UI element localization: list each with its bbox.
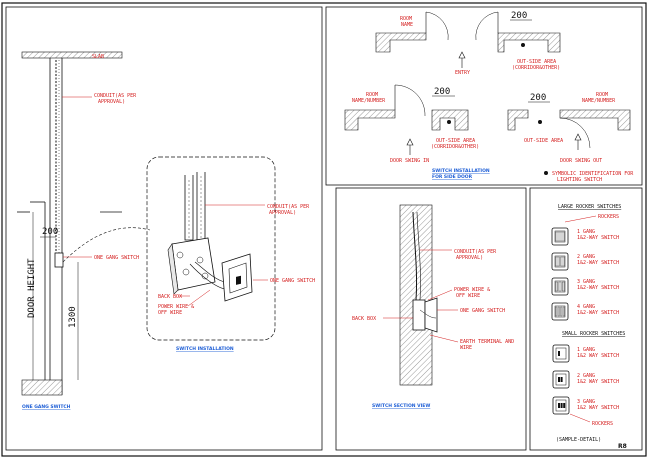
- small-rocker-title: SMALL ROCKER SWITCHES: [562, 331, 625, 337]
- dim-1300: 1300: [68, 306, 78, 328]
- callout-line: [62, 227, 151, 263]
- plan3-outside: OUT-SIDE AREA: [524, 138, 563, 144]
- left-title: ONE GANG SWITCH: [22, 404, 71, 410]
- section-back-box: [412, 299, 426, 331]
- door-swing-out-label: DOOR SWING OUT: [560, 158, 602, 164]
- door-height-label: DOOR HEIGHT: [27, 258, 37, 318]
- one-gang-switch-elevation: [54, 252, 64, 268]
- slab: [21, 51, 123, 59]
- detail-bubble: [146, 156, 276, 341]
- detail-power-wire-label: POWER WIRE &OFF WIRE: [158, 304, 194, 316]
- plans-panel-border: [325, 6, 643, 186]
- dim-200-plan2: 200: [434, 87, 450, 97]
- dim-200-plan1: 200: [511, 11, 527, 21]
- detail-title: SWITCH INSTALLATION: [176, 346, 234, 352]
- section-switch-plate: [424, 297, 438, 333]
- one-gang-label: ONE GANG SWITCH: [94, 255, 139, 261]
- dim-200-plan3: 200: [530, 93, 546, 103]
- plan1-outside: OUT-SIDE AREA(CORRIDOR&OTHER): [512, 59, 560, 71]
- section-panel-border: [335, 187, 527, 451]
- entry-label: ENTRY: [455, 70, 470, 76]
- switches-panel-border: [529, 187, 643, 451]
- slab-label: SLAB: [92, 54, 104, 60]
- large-rocker-title: LARGE ROCKER SWITCHES: [558, 204, 621, 210]
- back-box-3d: [171, 237, 216, 291]
- section-back-box-label: BACK BOX: [352, 316, 376, 322]
- corner-mark: R8: [618, 443, 627, 450]
- detail-one-gang-label: ONE GANG SWITCH: [270, 278, 315, 284]
- sample-detail-label: (SAMPLE-DETAIL): [556, 437, 601, 443]
- left-panel-border: [5, 6, 323, 451]
- symbolic-dot: [544, 171, 548, 175]
- detail-back-box-label: BACK BOX: [158, 294, 182, 300]
- rockers-label-2: ROCKERS: [592, 421, 613, 427]
- section-title: SWITCH SECTION VIEW: [372, 403, 430, 409]
- dim-200-left: 200: [42, 227, 58, 237]
- entry-arrow: [458, 51, 466, 68]
- rockers-label-1: ROCKERS: [598, 214, 619, 220]
- section-one-gang-label: ONE GANG SWITCH: [460, 308, 505, 314]
- section-power-wire-label: POWER WIRE &OFF WIRE: [454, 287, 490, 299]
- door-swing-in-label: DOOR SWING IN: [390, 158, 429, 164]
- plan2-outside: OUT-SIDE AREA(CORRIDOR&OTHER): [431, 138, 479, 150]
